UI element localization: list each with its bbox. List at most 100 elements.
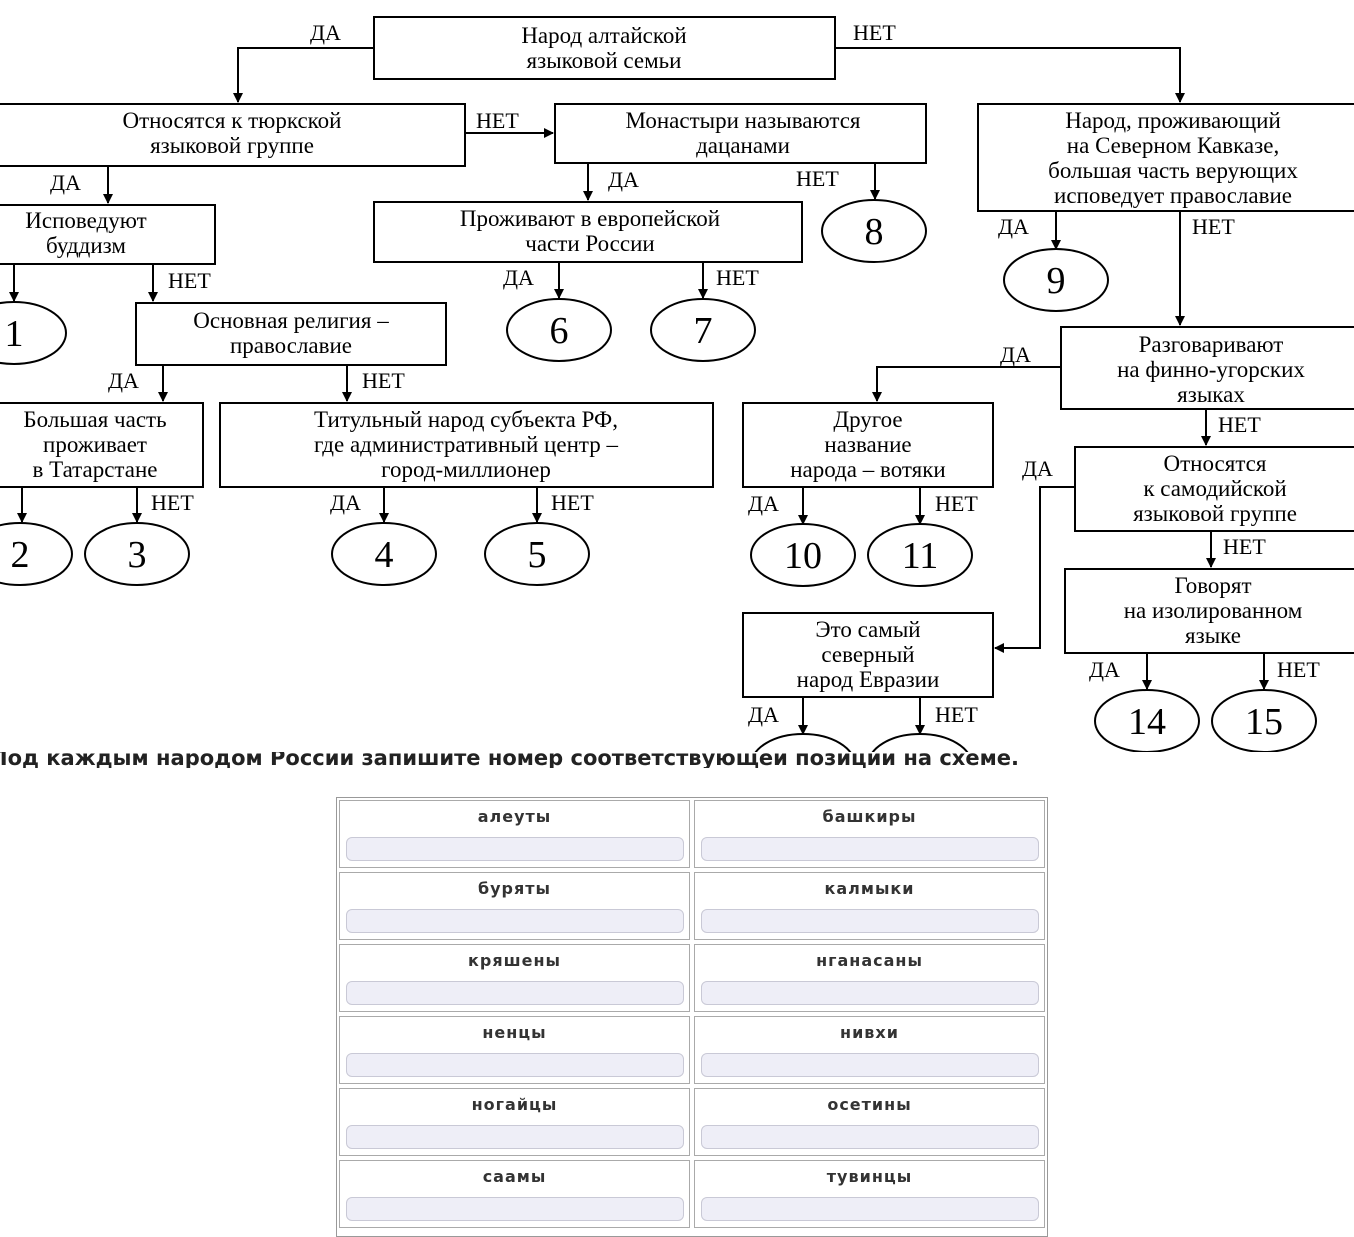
label-n5-no: НЕТ (168, 268, 211, 293)
node-samoyedic (1074, 446, 1354, 532)
leaf-number-9: 9 (1047, 260, 1066, 302)
answer-cell: калмыки (694, 872, 1045, 940)
people-name: ногайцы (471, 1095, 558, 1114)
answer-grid: алеуты башкиры буряты калмыки кряшены нг… (339, 800, 1045, 1228)
people-name: нивхи (840, 1023, 899, 1042)
label-n2-yes: ДА (50, 170, 81, 195)
leaf-circle-10 (750, 523, 856, 587)
label-n2-no: НЕТ (476, 108, 519, 133)
label-n7-no: НЕТ (362, 368, 405, 393)
leaf-number-11: 11 (902, 535, 939, 577)
label-n13-yes: ДА (1089, 657, 1120, 682)
people-name: ненцы (482, 1023, 547, 1042)
answer-cell: тувинцы (694, 1160, 1045, 1228)
node-northernmost (742, 612, 994, 698)
leaf-circle-11 (867, 523, 973, 587)
node-orthodox-text: Основная религия –православие (193, 308, 389, 358)
node-north-caucasus (977, 103, 1354, 212)
label-n1-no: НЕТ (853, 20, 896, 45)
label-n3-no: НЕТ (796, 166, 839, 191)
people-name: нганасаны (816, 951, 923, 970)
edge-n1-no (835, 47, 1185, 103)
label-n14-yes: ДА (748, 702, 779, 727)
people-name: кряшены (468, 951, 561, 970)
node-finno-ugric (1060, 326, 1354, 410)
leaf-circle-7 (650, 298, 756, 362)
flowchart-diagram: ДА НЕТ НЕТ ДА ДА НЕТ ДА НЕТ НЕТ ДА НЕТ Д… (0, 16, 1354, 768)
answer-input[interactable] (345, 1125, 684, 1149)
edge-n1-yes (233, 47, 374, 103)
node-altaic (373, 16, 836, 80)
node-european-part (373, 201, 803, 263)
label-n10-yes: ДА (330, 490, 361, 515)
label-n7-yes: ДА (108, 368, 139, 393)
people-name: калмыки (824, 879, 915, 898)
answer-input[interactable] (700, 1053, 1039, 1077)
node-datsans (554, 103, 927, 164)
label-n3-yes: ДА (608, 167, 639, 192)
people-name: башкиры (822, 807, 917, 826)
answer-input[interactable] (700, 1125, 1039, 1149)
instruction-label: Под каждым народом России запишите номер… (0, 752, 1019, 768)
leaf-number-14: 14 (1128, 701, 1166, 743)
answer-cell: нивхи (694, 1016, 1045, 1084)
node-orthodox (135, 302, 447, 366)
answer-input[interactable] (345, 837, 684, 861)
answer-input[interactable] (700, 981, 1039, 1005)
leaf-circle-8 (821, 199, 927, 263)
answer-input[interactable] (345, 1053, 684, 1077)
leaf-number-7: 7 (694, 310, 713, 352)
label-n13-no: НЕТ (1277, 657, 1320, 682)
answer-input[interactable] (345, 909, 684, 933)
label-n11-yes: ДА (748, 491, 779, 516)
leaf-number-6: 6 (550, 310, 569, 352)
node-isolate (1064, 568, 1354, 654)
leaf-number-15: 15 (1245, 701, 1283, 743)
leaf-circle-9 (1003, 248, 1109, 312)
label-n4-no: НЕТ (1192, 214, 1235, 239)
leaf-number-2: 2 (11, 534, 30, 576)
leaf-number-3: 3 (128, 534, 147, 576)
node-titular (219, 402, 714, 488)
answer-input[interactable] (700, 837, 1039, 861)
node-buddhism (0, 204, 216, 265)
label-n8-yes: ДА (1000, 342, 1031, 367)
node-votyaki (742, 402, 994, 488)
answer-cell: саамы (339, 1160, 690, 1228)
answer-input[interactable] (345, 981, 684, 1005)
leaf-number-5: 5 (528, 534, 547, 576)
node-tatarstan (0, 402, 204, 488)
label-n12-yes: ДА (1022, 456, 1053, 481)
leaf-number-8: 8 (865, 211, 884, 253)
answer-input[interactable] (700, 909, 1039, 933)
leaf-number-4: 4 (375, 534, 394, 576)
node-titular-text: Титульный народ субъекта РФ,где админист… (314, 407, 618, 482)
answer-input[interactable] (345, 1197, 684, 1221)
leaf-circle-4 (331, 522, 437, 586)
label-n14-no: НЕТ (935, 702, 978, 727)
people-name: буряты (477, 879, 552, 898)
leaf-number-1: 1 (5, 313, 24, 355)
edge-n12-yes (994, 486, 1075, 653)
answer-cell: ногайцы (339, 1088, 690, 1156)
answer-cell: башкиры (694, 800, 1045, 868)
answer-cell: кряшены (339, 944, 690, 1012)
answer-input[interactable] (700, 1197, 1039, 1221)
leaf-circle-6 (506, 298, 612, 362)
leaf-circle-5 (484, 522, 590, 586)
people-name: алеуты (477, 807, 552, 826)
label-n6-yes: ДА (503, 265, 534, 290)
node-turkic (0, 103, 466, 167)
answer-cell: нганасаны (694, 944, 1045, 1012)
label-n9-no: НЕТ (151, 490, 194, 515)
